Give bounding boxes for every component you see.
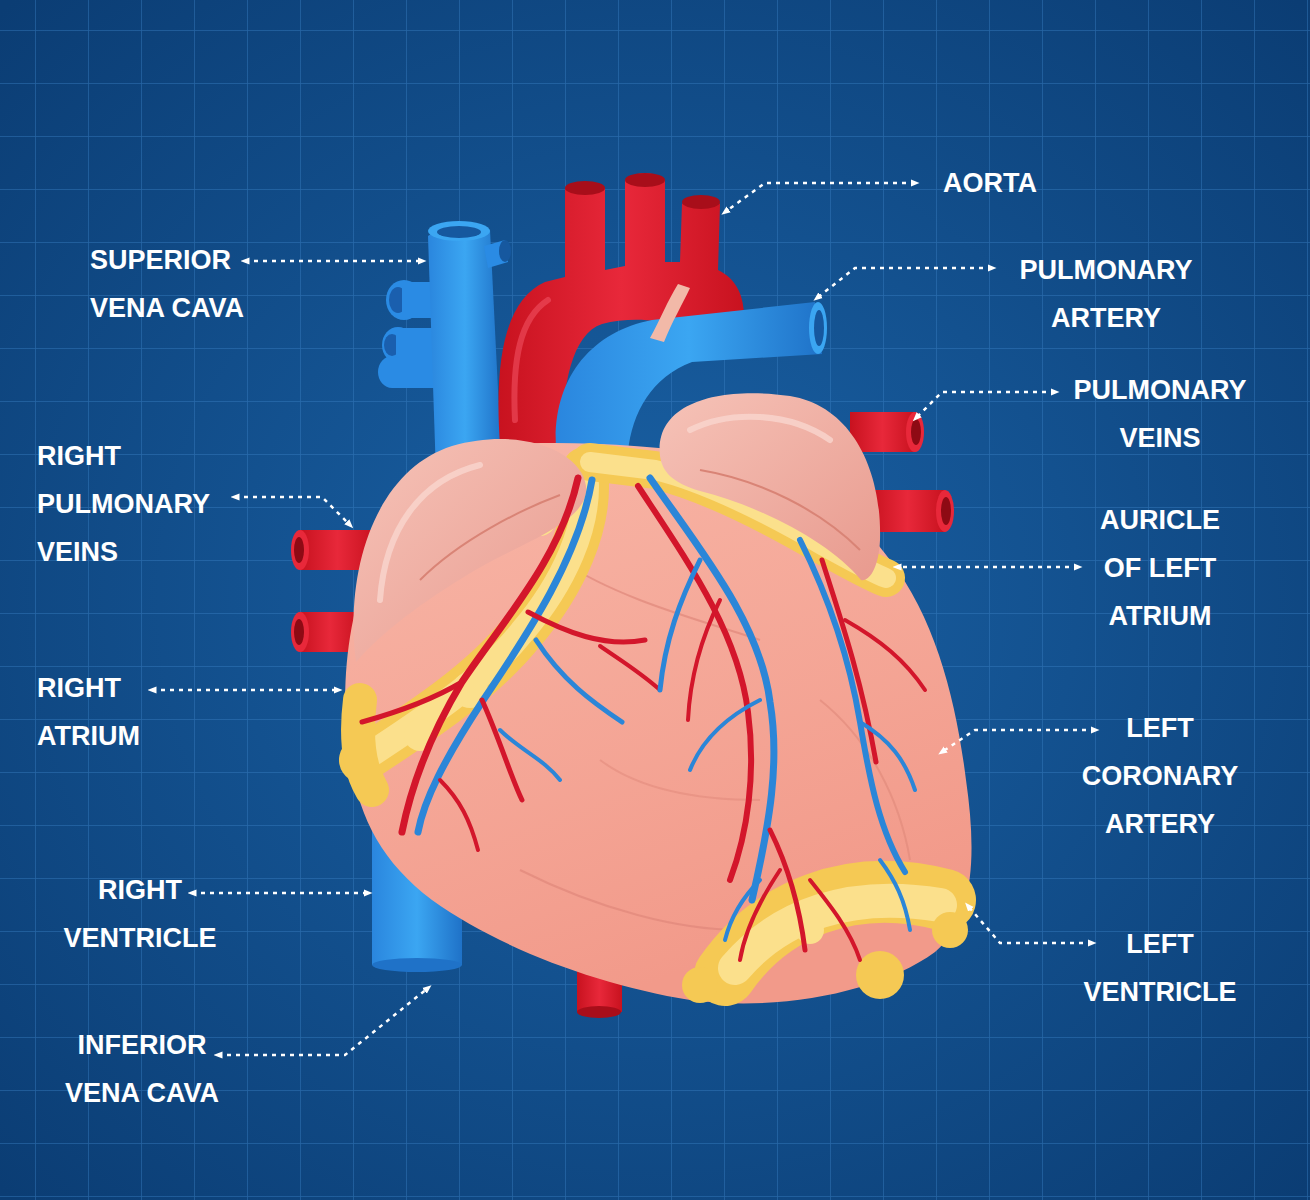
part-label: RIGHT VENTRICLE <box>55 866 225 962</box>
leader-lines <box>817 268 992 298</box>
pulmonary-vein-tubes <box>291 612 309 652</box>
leader-lines <box>968 906 1092 943</box>
coronary-vessels <box>688 600 720 720</box>
epicardial-fat <box>932 912 968 948</box>
leader-lines <box>192 892 368 895</box>
epicardial-fat <box>735 901 940 968</box>
part-label: LEFT VENTRICLE <box>1075 920 1245 1016</box>
coronary-vessels <box>440 780 478 850</box>
coronary-vessels <box>362 682 462 722</box>
leader-lines <box>916 392 1055 418</box>
leader-lines <box>897 566 1078 569</box>
coronary-vessels <box>810 880 860 960</box>
part-label: PULMONARY ARTERY <box>1011 246 1201 342</box>
coronary-vessels <box>402 478 578 832</box>
coronary-vessels <box>725 880 760 940</box>
part-label: SUPERIOR VENA CAVA <box>90 236 260 332</box>
right-atrium-appendage <box>380 465 480 600</box>
epicardial-fat <box>682 967 718 1003</box>
epicardial-fat <box>358 700 372 790</box>
leader-lines <box>218 988 428 1055</box>
pulmonary-vein-tubes <box>294 619 304 645</box>
aorta <box>514 300 548 420</box>
coronary-vessels <box>418 480 592 832</box>
coronary-vessels <box>860 722 915 790</box>
pulmonary-vein-tubes <box>294 537 304 563</box>
left-auricle <box>660 393 880 580</box>
coronary-vessels <box>800 540 905 872</box>
pulmonary-vein-tubes <box>906 412 924 452</box>
left-auricle <box>660 393 880 580</box>
superior-vena-cava <box>499 240 511 262</box>
leader-lines <box>235 497 350 525</box>
part-label: AURICLE OF LEFT ATRIUM <box>1090 496 1230 640</box>
pulmonary-artery <box>650 284 690 342</box>
leader-lines <box>725 183 915 212</box>
left-auricle <box>700 470 860 550</box>
coronary-vessels <box>362 478 925 960</box>
leader-lines <box>152 689 338 692</box>
pulmonary-vein-tubes <box>911 419 921 445</box>
heart-body <box>520 870 740 930</box>
left-auricle <box>690 417 830 440</box>
superior-vena-cava <box>428 221 490 241</box>
heart-body <box>600 760 760 800</box>
coronary-vessels <box>822 560 876 762</box>
coronary-vessels <box>690 700 760 770</box>
leader-lines <box>245 260 422 263</box>
pulmonary-artery <box>814 310 824 346</box>
coronary-vessels <box>650 478 774 900</box>
superior-vena-cava <box>437 226 481 238</box>
pulmonary-vein-tubes <box>941 497 951 525</box>
part-label: RIGHT PULMONARY VEINS <box>37 432 227 576</box>
coronary-vessels <box>528 612 645 642</box>
descending-aorta <box>577 1006 621 1018</box>
part-label: INFERIOR VENA CAVA <box>57 1021 227 1117</box>
coronary-vessels <box>482 700 522 800</box>
coronary-vessels <box>845 620 925 690</box>
aorta <box>565 181 605 195</box>
part-label: AORTA <box>890 159 1090 207</box>
part-label: LEFT CORONARY ARTERY <box>1075 704 1245 848</box>
part-label: PULMONARY VEINS <box>1065 366 1255 462</box>
aorta <box>682 195 720 209</box>
coronary-vessels <box>880 860 910 930</box>
leader-lines <box>942 730 1095 752</box>
part-label: RIGHT ATRIUM <box>37 664 157 760</box>
pulmonary-vein-tubes <box>850 412 915 452</box>
aorta <box>625 173 665 187</box>
coronary-vessels <box>638 486 751 880</box>
inferior-vena-cava <box>372 958 462 972</box>
coronary-vessels <box>536 640 622 722</box>
leader-lines <box>152 183 1095 1055</box>
coronary-vessels <box>500 730 560 780</box>
pulmonary-artery <box>809 302 827 354</box>
pulmonary-vein-tubes <box>936 490 954 532</box>
superior-vena-cava <box>378 221 511 474</box>
coronary-vessels <box>740 870 780 960</box>
pulmonary-vein-tubes <box>291 530 309 570</box>
coronary-vessels <box>600 646 660 690</box>
epicardial-fat <box>856 951 904 999</box>
pulmonary-vein-tubes <box>870 490 945 532</box>
coronary-vessels <box>770 830 805 950</box>
